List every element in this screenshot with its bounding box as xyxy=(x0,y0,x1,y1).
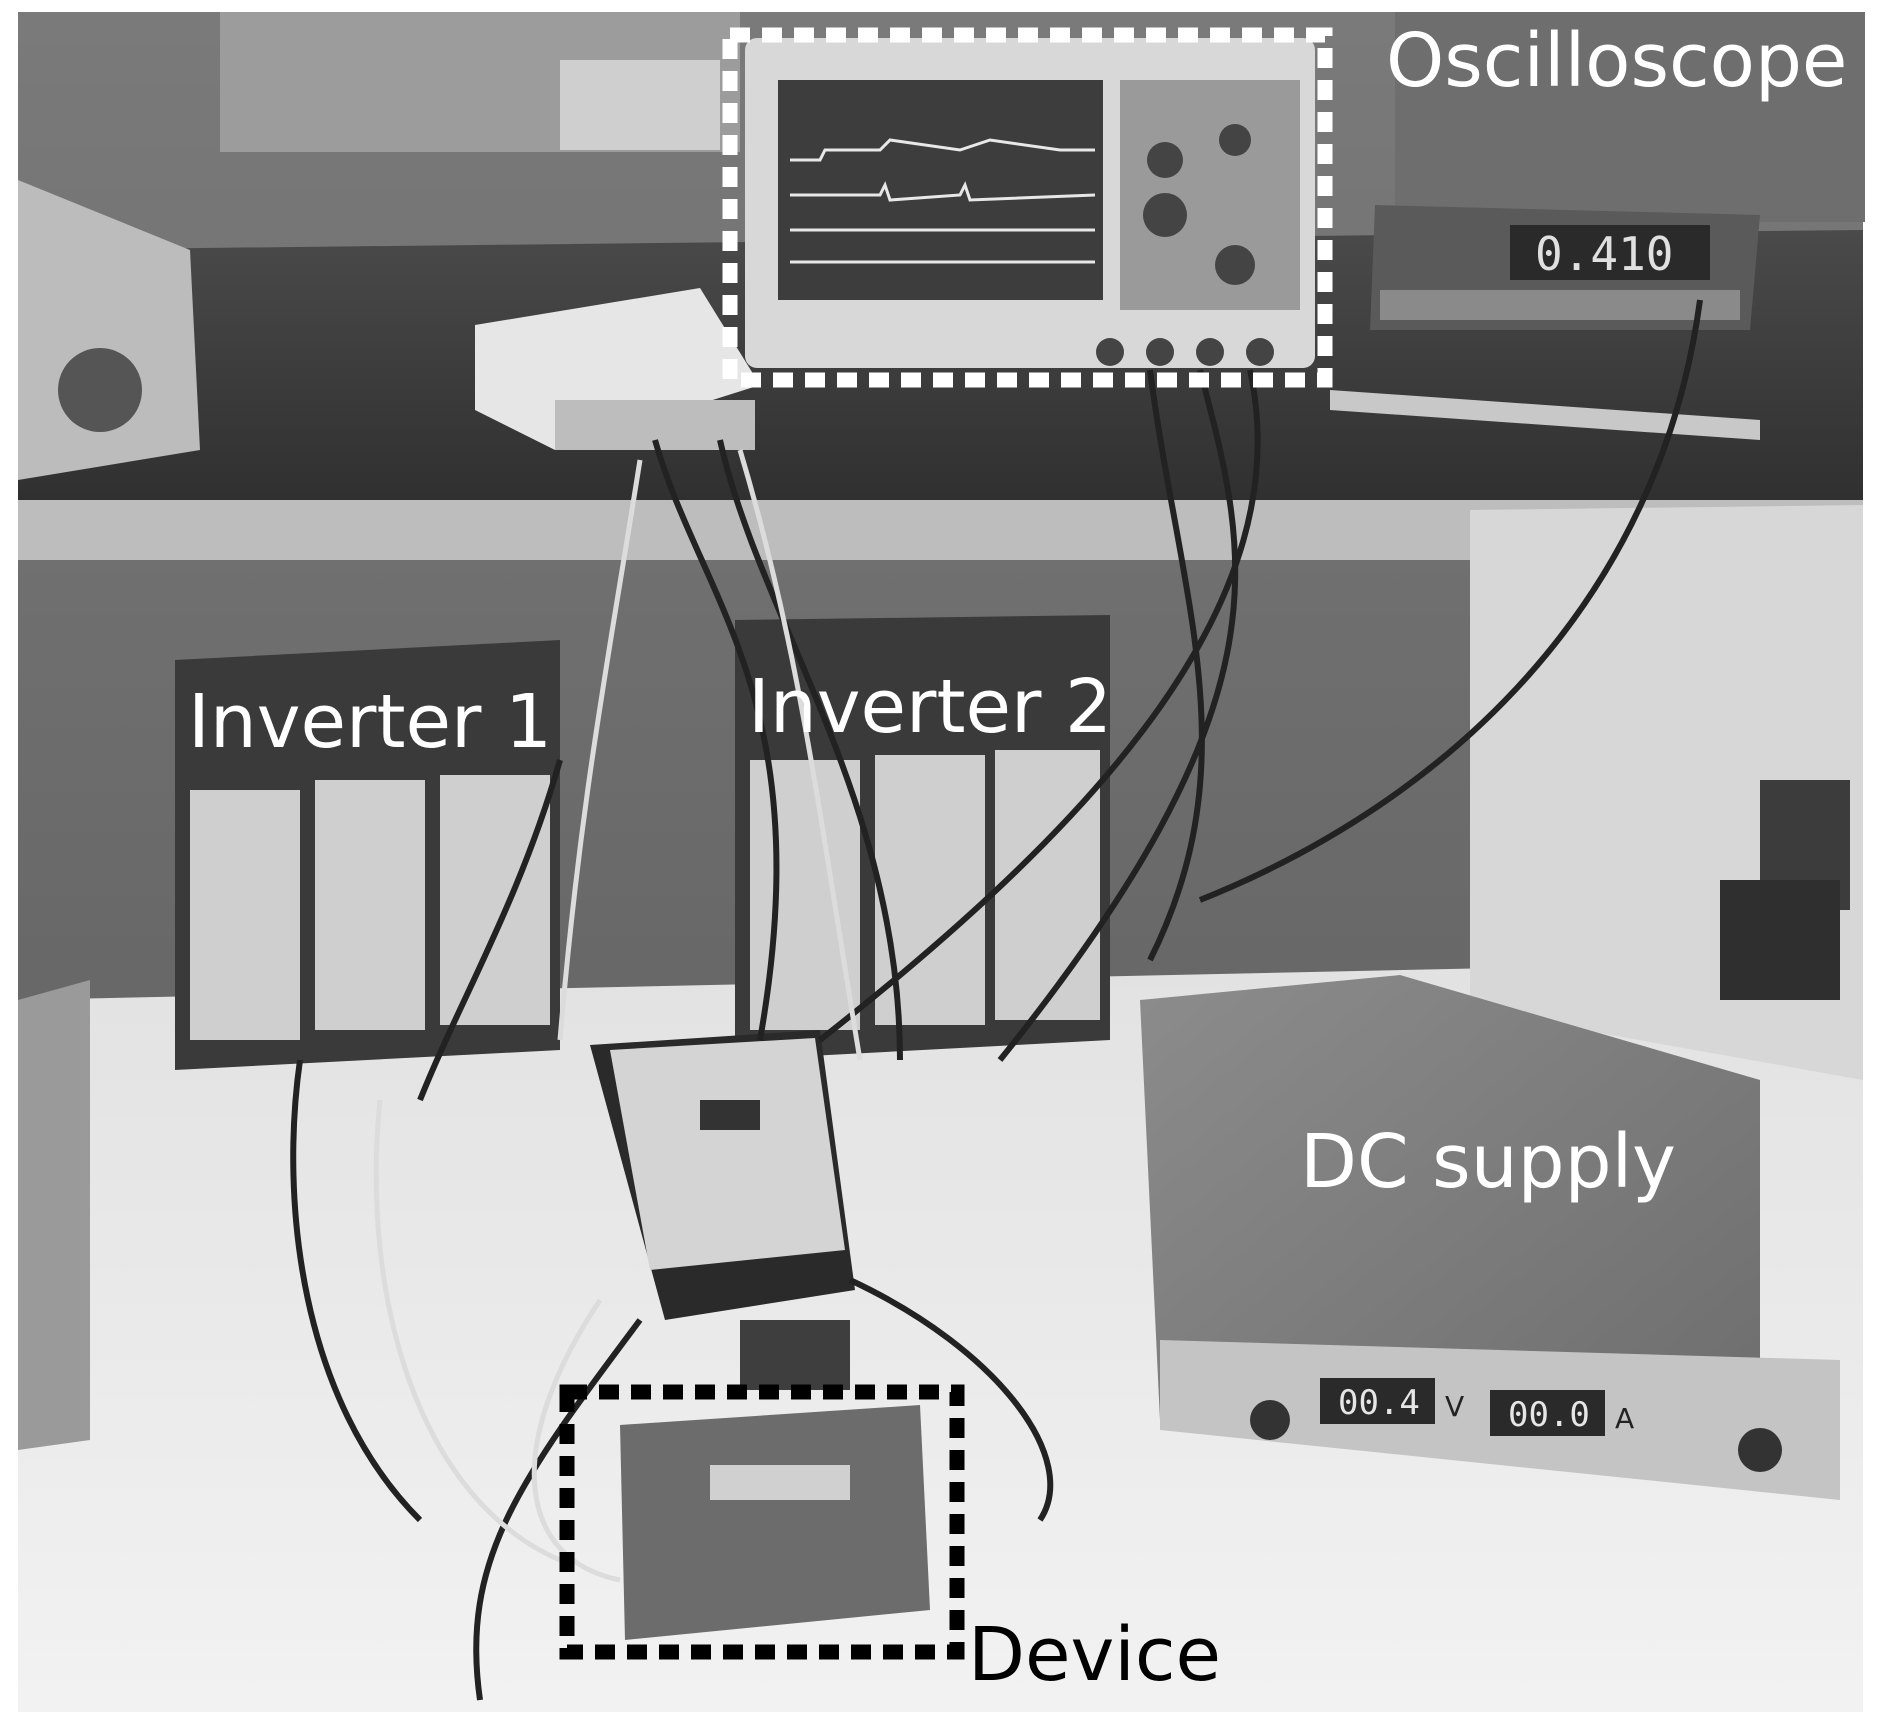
device-part xyxy=(710,1465,850,1500)
microcontroller-board xyxy=(740,1320,850,1390)
inverter-1-label: Inverter 1 xyxy=(188,679,553,765)
inverter-2-label: Inverter 2 xyxy=(748,664,1113,750)
dc-voltage-readout: 00.4 xyxy=(1338,1383,1420,1423)
dc-voltage-unit: V xyxy=(1445,1390,1464,1423)
inverter-1-card-b xyxy=(315,780,425,1030)
scope-trace-2 xyxy=(790,181,1096,202)
dc-voltage-display xyxy=(1320,1378,1435,1424)
light-cables xyxy=(373,449,863,1583)
dc-current-display xyxy=(1490,1390,1605,1436)
breadboard xyxy=(610,1038,845,1270)
inverter-2-card-c xyxy=(995,750,1100,1020)
inverter-1-card-c xyxy=(440,775,550,1025)
cables xyxy=(290,299,1703,1701)
oscilloscope-highlight-box xyxy=(722,27,1333,388)
left-instrument-dial xyxy=(58,348,142,432)
oscilloscope-controls xyxy=(1120,80,1300,310)
oscilloscope-label: Oscilloscope xyxy=(1386,18,1848,104)
oscilloscope-screen xyxy=(778,80,1103,300)
dc-current-readout: 00.0 xyxy=(1508,1395,1590,1435)
dc-supply-label: DC supply xyxy=(1300,1119,1676,1205)
dc-supply-knob-left xyxy=(1250,1400,1290,1440)
dc-current-unit: A xyxy=(1615,1402,1634,1435)
multimeter-readout: 0.410 xyxy=(1535,227,1673,281)
background-rack xyxy=(1395,12,1865,222)
scope-trace-1 xyxy=(790,138,1095,162)
inverter-1-card-a xyxy=(190,790,300,1040)
left-power-box xyxy=(18,980,90,1450)
device-label: Device xyxy=(968,1612,1222,1698)
interface-box xyxy=(475,288,760,450)
solar-panel xyxy=(560,60,720,150)
multimeter-stand xyxy=(1330,390,1760,440)
cabinet-knob xyxy=(1720,880,1840,1000)
device-highlight-box xyxy=(559,1384,965,1660)
multimeter-display xyxy=(1510,225,1710,280)
dc-supply-knob-right xyxy=(1738,1428,1782,1472)
device-box xyxy=(620,1405,930,1640)
